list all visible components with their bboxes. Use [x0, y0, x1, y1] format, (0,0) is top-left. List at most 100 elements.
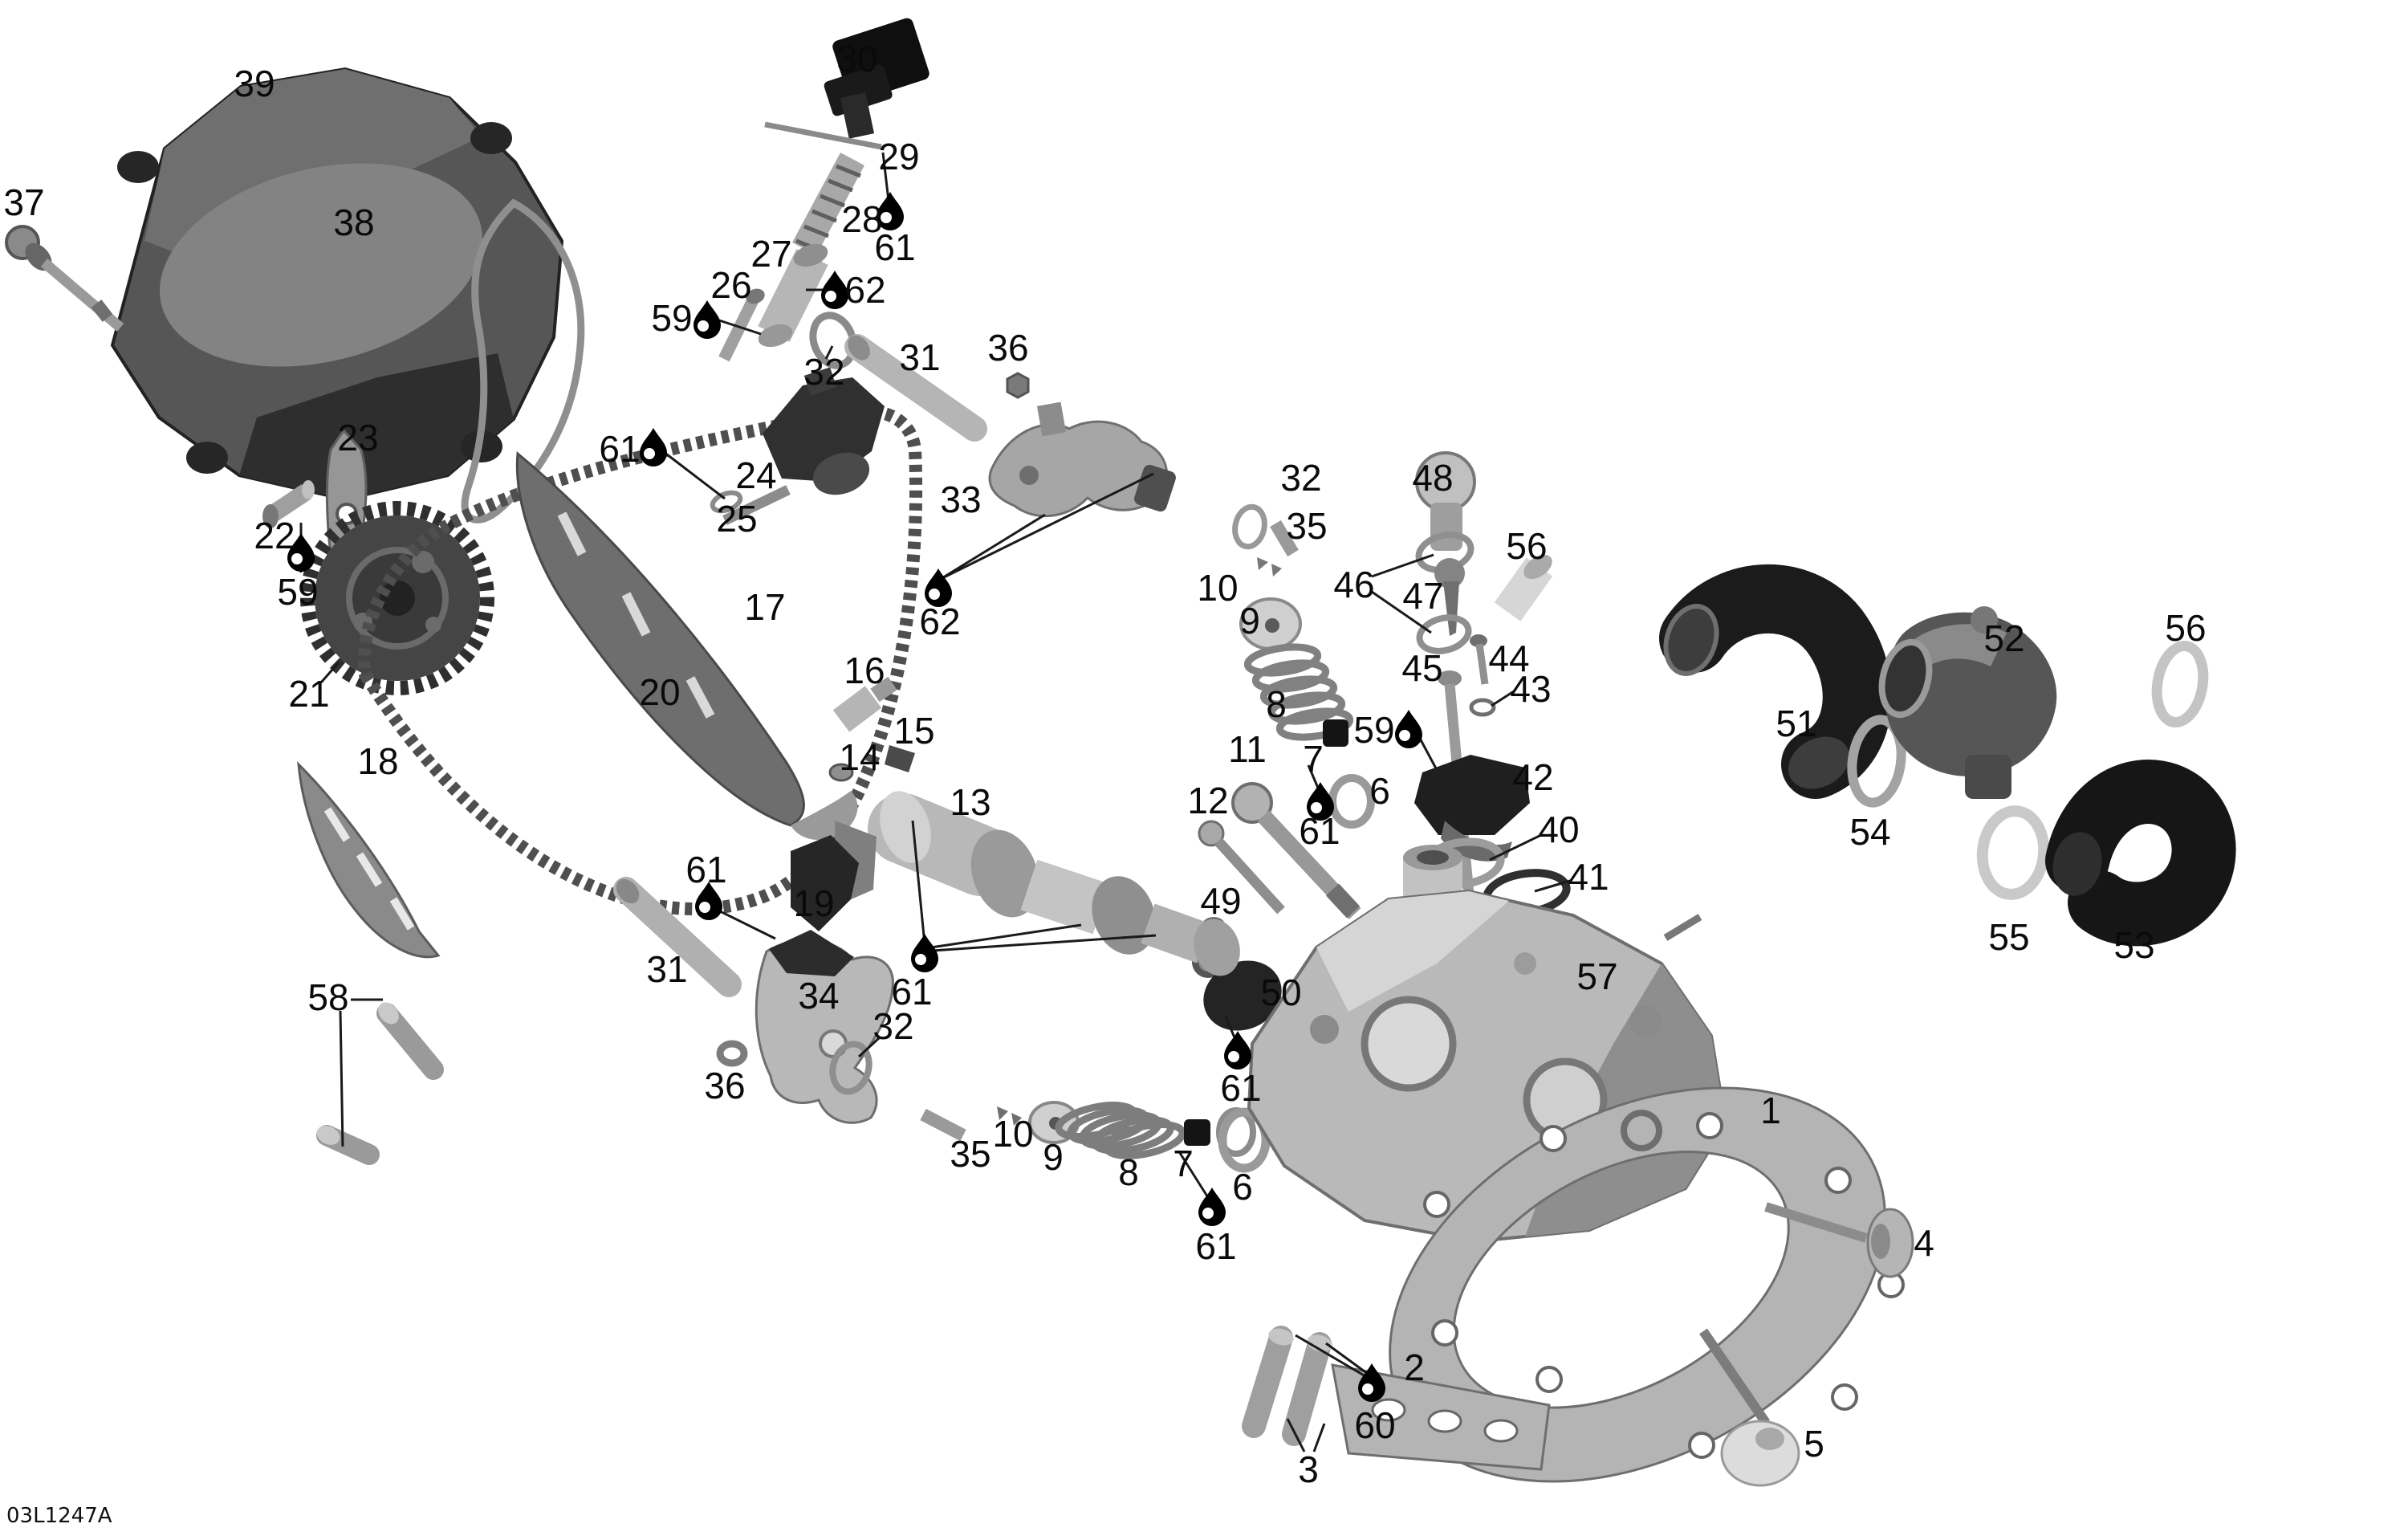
callout-13: 13 [950, 781, 990, 823]
part-27-tensioner-piston [758, 243, 828, 348]
callout-32: 32 [803, 351, 844, 393]
part-46-oring-lower [1416, 614, 1472, 654]
part-37-cover-bolt [5, 225, 124, 332]
callout-20: 20 [639, 671, 680, 713]
oil-drop-icon [1224, 1031, 1251, 1069]
callout-12: 12 [1187, 780, 1228, 821]
leader-line [1312, 1423, 1326, 1452]
leader-line [339, 1010, 344, 1147]
part-8-valve-spring-b [1055, 1102, 1186, 1159]
callout-39: 39 [234, 63, 275, 104]
callout-42: 42 [1512, 756, 1553, 798]
part-1-head-gasket [1331, 1086, 1905, 1483]
leader-line [857, 1036, 881, 1058]
leader-line [1489, 833, 1542, 862]
part-51-coolant-hose [1659, 564, 1892, 799]
leader-line [713, 907, 776, 940]
callout-44: 44 [1488, 638, 1529, 679]
part-5-valve [1699, 1328, 1800, 1487]
part-22-pin [262, 480, 315, 528]
callout-40: 40 [1538, 809, 1579, 850]
callout-46: 46 [1333, 564, 1374, 605]
callout-15: 15 [893, 710, 934, 752]
oil-drop-icon [1198, 1188, 1226, 1226]
callout-37: 37 [3, 181, 44, 223]
callout-28: 28 [841, 198, 882, 240]
leader-line [1534, 879, 1571, 893]
callout-11: 11 [1228, 728, 1267, 770]
callout-22: 22 [254, 515, 295, 556]
part-7-valve-seal-a [1323, 719, 1348, 747]
callout-8: 8 [1118, 1151, 1139, 1193]
part-44-bolt [1470, 634, 1489, 685]
callout-32: 32 [872, 1005, 913, 1047]
callout-60: 60 [1354, 1404, 1395, 1446]
leader-line [1371, 590, 1432, 634]
part-61-oring-small [710, 490, 743, 514]
doc-code: 03L1247A [6, 1504, 112, 1528]
callout-7: 7 [1173, 1143, 1194, 1184]
part-35-pin-c [1270, 519, 1299, 557]
leader-line [911, 820, 926, 945]
callout-48: 48 [1412, 457, 1453, 499]
callout-58: 58 [307, 976, 348, 1018]
part-4-valve [1764, 1202, 1914, 1278]
part-20-timing-chain [357, 405, 923, 916]
part-32-oring-c [1232, 503, 1267, 550]
part-14-nut [828, 763, 854, 782]
callout-35: 35 [1286, 505, 1327, 547]
callout-49: 49 [1200, 880, 1241, 922]
oil-drop-icon [640, 428, 667, 467]
part-53-coolant-hose [2045, 760, 2236, 947]
oil-drop-icon [694, 300, 721, 339]
callout-16: 16 [844, 650, 885, 691]
part-24-tensioner-body [763, 367, 885, 495]
callout-6: 6 [1369, 770, 1390, 812]
part-55-seal-ring [1976, 805, 2050, 900]
part-35-pin-b [920, 1108, 966, 1142]
part-33-rocker-assembly [988, 401, 1176, 518]
part-58-studs [316, 1002, 444, 1165]
part-31-rocker-shaft-a [844, 334, 987, 442]
callout-53: 53 [2113, 924, 2154, 966]
callout-57: 57 [1576, 955, 1617, 997]
part-17-chain-guide [515, 451, 858, 841]
leader-line [940, 513, 1046, 581]
callout-14: 14 [839, 736, 880, 778]
callout-61: 61 [1195, 1225, 1236, 1267]
callout-61: 61 [874, 226, 915, 268]
callout-62: 62 [919, 601, 960, 642]
leader-line [1295, 1334, 1366, 1378]
part-11-head-bolt [1231, 782, 1361, 919]
part-36-washer-b [716, 1040, 748, 1067]
callout-33: 33 [940, 479, 981, 520]
callout-35: 35 [950, 1133, 990, 1175]
callout-19: 19 [793, 882, 834, 924]
callout-7: 7 [1303, 738, 1324, 780]
callout-61: 61 [685, 849, 726, 890]
part-21-cam-gear [300, 501, 494, 695]
oil-drop-icon [911, 934, 938, 972]
part-36-pivot-nut-a [1006, 372, 1030, 399]
callout-30: 30 [836, 38, 877, 79]
part-32-oring-a [809, 312, 857, 369]
part-39-valve-cover [110, 67, 564, 502]
leader-lines [299, 152, 1571, 1452]
oil-drop-icon [1395, 710, 1422, 748]
callout-21: 21 [288, 673, 329, 715]
part-10-cotters-b [997, 1106, 1022, 1126]
part-8-valve-spring-a [1243, 643, 1354, 741]
callout-27: 27 [750, 233, 791, 275]
callout-1: 1 [1760, 1090, 1781, 1131]
callout-36: 36 [704, 1065, 745, 1106]
part-16-spacer [832, 676, 897, 732]
callout-47: 47 [1402, 575, 1443, 617]
part-43-oring [1469, 698, 1496, 717]
callout-34: 34 [798, 975, 839, 1017]
part-12-head-bolt [1198, 820, 1285, 915]
part-38-cover-gasket [461, 198, 585, 524]
leader-line [663, 450, 726, 500]
part-31-rocker-shaft-b [613, 877, 742, 997]
callout-18: 18 [357, 740, 398, 782]
callout-59: 59 [277, 571, 318, 613]
